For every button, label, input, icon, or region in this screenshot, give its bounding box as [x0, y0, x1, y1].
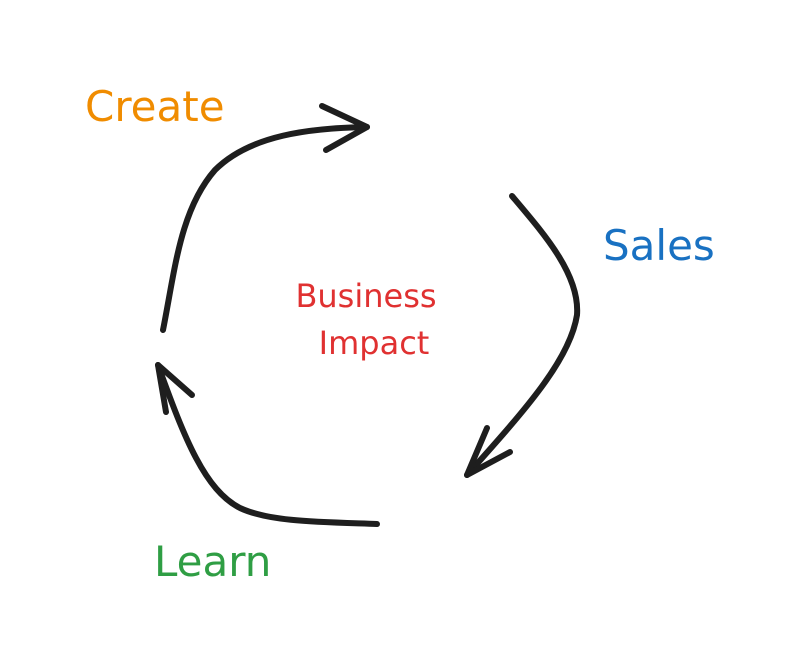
center-label-line2: Impact	[319, 324, 430, 362]
sales-label: Sales	[603, 221, 715, 270]
create-label: Create	[85, 82, 225, 131]
arrow-create-to-sales	[464, 193, 581, 478]
arrow-learn-to-create-head	[319, 103, 370, 153]
arrow-sales-to-learn	[155, 362, 380, 527]
arrow-sales-to-learn-shaft	[155, 362, 380, 527]
arrow-create-to-sales-head	[464, 425, 513, 478]
arrow-sales-to-learn-head	[155, 362, 195, 415]
center-label-line1: Business	[295, 277, 436, 315]
arrow-learn-to-create	[160, 103, 370, 333]
learn-label: Learn	[154, 537, 271, 586]
arrow-create-to-sales-shaft	[464, 193, 581, 478]
arrow-learn-to-create-shaft	[160, 124, 370, 333]
